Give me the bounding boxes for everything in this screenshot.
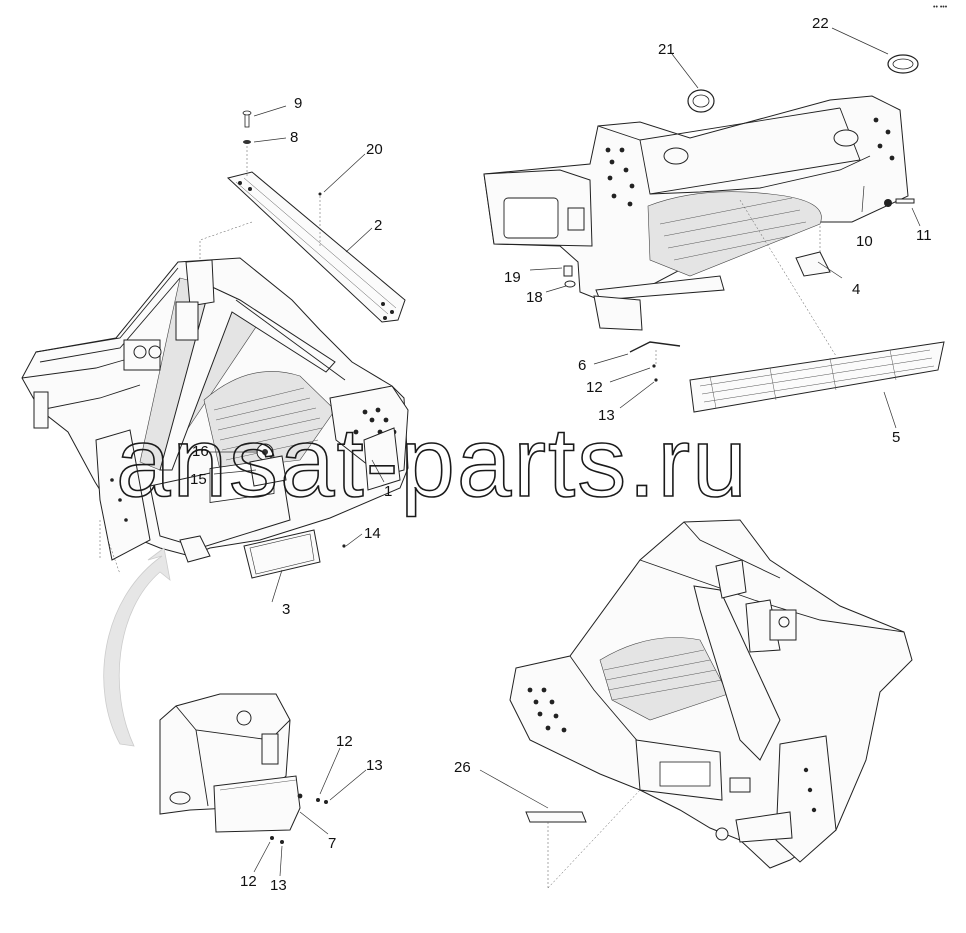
callout-15: 15 xyxy=(190,471,207,488)
corner-mark: •• ••• xyxy=(933,4,948,11)
beam-part-2 xyxy=(226,171,406,323)
leader-lines xyxy=(210,27,921,877)
callout-20: 20 xyxy=(366,141,383,158)
spacer-part-19 xyxy=(563,265,573,277)
callout-16: 16 xyxy=(192,443,209,460)
callout-8: 8 xyxy=(290,129,298,146)
cable-part-6 xyxy=(629,341,681,353)
top-right-frame-assembly xyxy=(483,54,945,413)
callout-12-bottom: 12 xyxy=(240,873,257,890)
callout-11: 11 xyxy=(916,227,932,244)
callout-26: 26 xyxy=(454,759,471,776)
callout-12-mid: 12 xyxy=(336,733,353,750)
callout-14: 14 xyxy=(364,525,381,542)
callout-6: 6 xyxy=(578,357,586,374)
cover-part-3 xyxy=(243,529,321,579)
bracket-part-4 xyxy=(795,251,831,277)
callout-5: 5 xyxy=(892,429,900,446)
callout-2: 2 xyxy=(374,217,382,234)
screw-part-14 xyxy=(342,544,346,548)
callout-labels: 9 8 20 2 16 15 1 14 3 21 22 10 11 19 18 … xyxy=(190,15,932,894)
washer-part-8 xyxy=(243,140,251,144)
callout-9: 9 xyxy=(294,95,302,112)
decal-part-26 xyxy=(525,811,587,823)
callout-21: 21 xyxy=(658,41,675,58)
callout-10: 10 xyxy=(856,233,873,250)
washer-part-18 xyxy=(564,280,576,288)
callout-1: 1 xyxy=(384,483,392,500)
watermark-text: ansat-parts.ru xyxy=(116,407,749,517)
callout-7: 7 xyxy=(328,835,336,852)
grille-part-5 xyxy=(689,341,945,413)
callout-18: 18 xyxy=(526,289,543,306)
callout-3: 3 xyxy=(282,601,290,618)
guard-part-7 xyxy=(213,775,301,833)
nut-part-10 xyxy=(884,199,892,207)
callout-12-top: 12 xyxy=(586,379,603,396)
callout-22: 22 xyxy=(812,15,829,32)
bottom-right-frame-assembly xyxy=(509,519,913,889)
pin-part-20 xyxy=(318,192,322,196)
callout-13-bottom: 13 xyxy=(270,877,287,894)
callout-19: 19 xyxy=(504,269,521,286)
arrow-indicator xyxy=(103,547,171,747)
bottom-left-detail-assembly xyxy=(159,693,328,844)
callout-13-mid: 13 xyxy=(366,757,383,774)
bolt-part-11 xyxy=(895,198,915,204)
callout-4: 4 xyxy=(852,281,860,298)
left-frame-assembly xyxy=(21,110,409,579)
callout-13-top: 13 xyxy=(598,407,615,424)
frame-floor-left xyxy=(203,371,336,471)
